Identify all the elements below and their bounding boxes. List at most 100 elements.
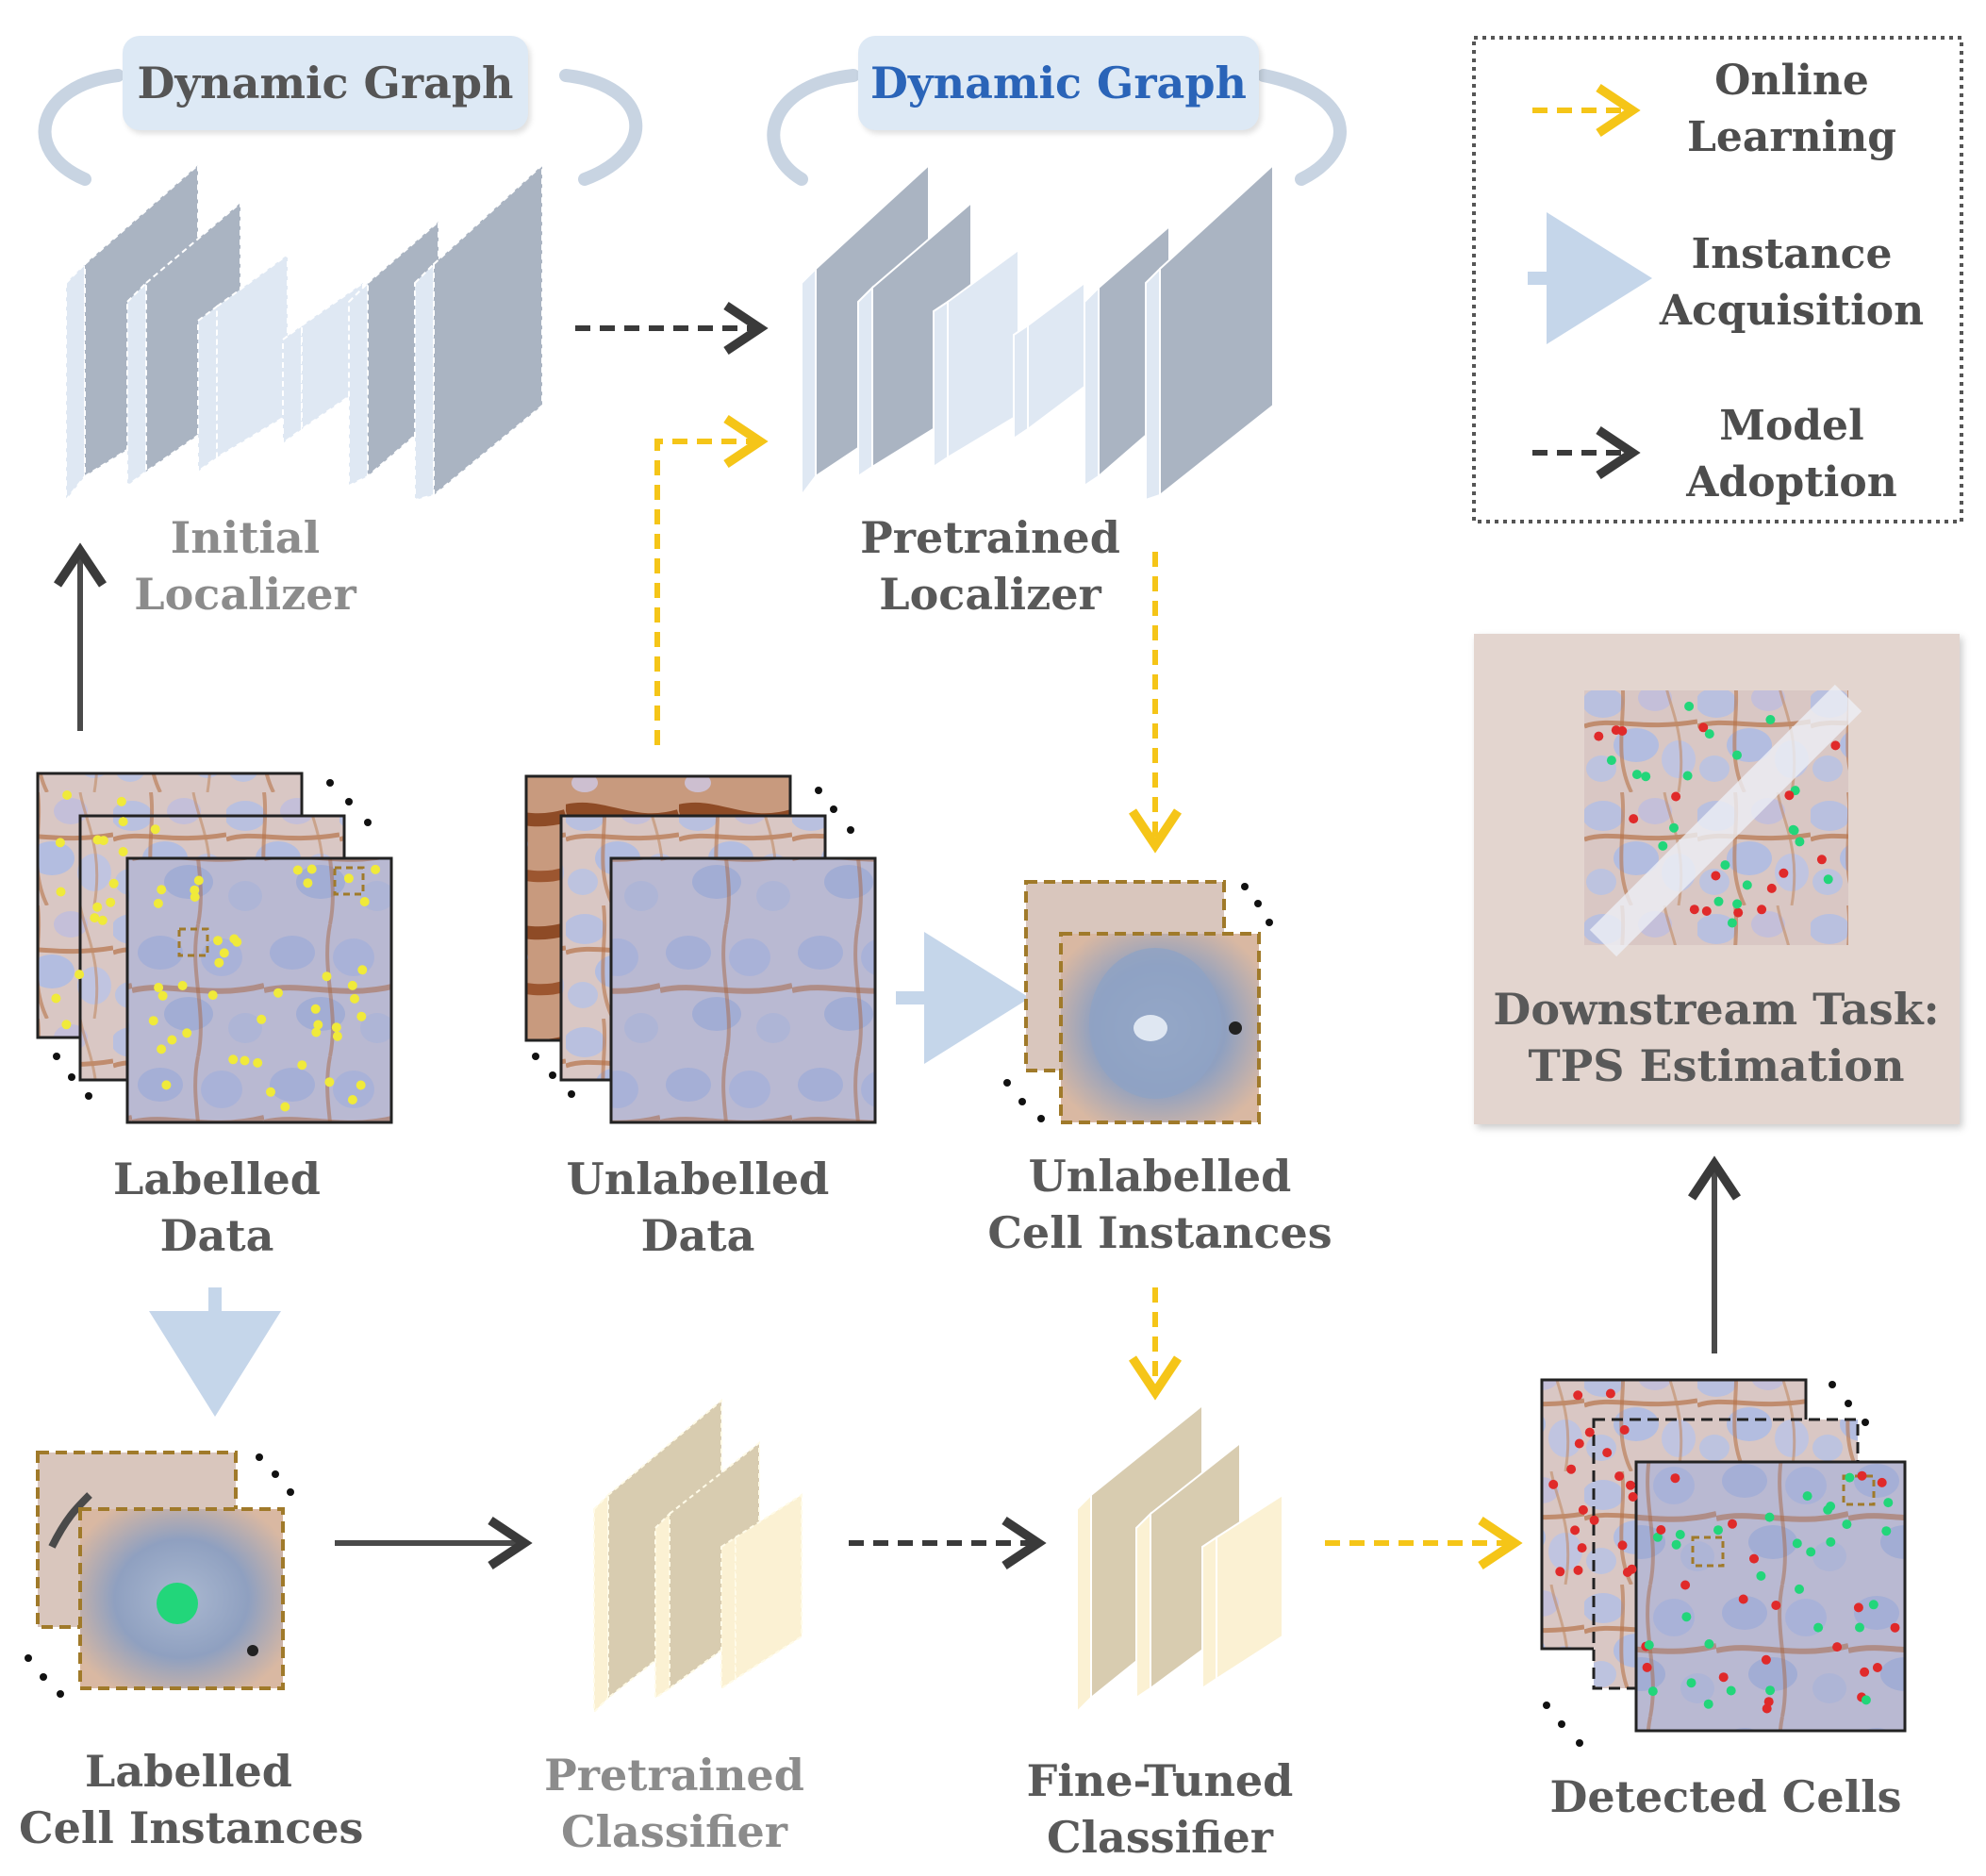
cell-point [161,1080,172,1090]
cell-point [1617,1540,1628,1551]
cell-point [310,1004,321,1014]
cell-point [331,1022,341,1033]
cell-point [1795,837,1805,847]
cell-point [106,897,116,907]
cell-point [371,864,381,874]
cell-point [1718,1672,1729,1683]
graph-cycle-arrow-right [559,69,643,186]
cell-point [167,1035,177,1045]
cell-point [359,897,370,906]
graph-cycle-arrow-left [767,69,860,186]
cell-point [219,948,229,958]
cell-point [1570,1525,1581,1536]
cell-point [1644,1640,1654,1651]
layer-2 [126,280,147,488]
cell-point [1732,750,1742,760]
cell-point [108,878,119,888]
cell-point [1823,874,1833,885]
cell-point [1573,1565,1583,1575]
cell-point [207,990,218,1001]
cell-point [154,983,164,992]
cell-point [257,1014,267,1024]
cell-point [322,971,332,982]
cell-point [56,887,66,897]
downstream-task-box [1474,634,1960,1124]
cell-point [1795,1584,1804,1594]
cell-point [1622,1568,1632,1577]
cell-point [1548,1479,1559,1489]
cell-point [1779,868,1789,878]
cell-point [1689,905,1699,915]
cell-point [1594,731,1604,741]
cell-point [266,1087,275,1097]
cell-point [1713,896,1724,906]
cell-point [1802,1491,1812,1502]
cell-point [1619,1425,1630,1435]
cell-point [74,970,85,980]
layer-4 [282,324,303,445]
cell-point [1589,1515,1599,1525]
layer-6 [414,261,435,502]
cell-point [1602,1448,1613,1458]
finetuned-classifier-network [1076,1403,1283,1715]
unlabelled-data-stack [524,774,877,1124]
cell-point [324,1077,335,1087]
cell-point [1704,729,1714,739]
cell-point [1686,1678,1696,1688]
arrow-online-unlabelled-to-localizer [654,415,769,745]
cell-point [347,980,357,990]
cell-point [1566,1464,1577,1474]
cell-point [1727,918,1737,928]
cell-point [157,990,168,1001]
cell-point [1605,1388,1615,1399]
cell-point [1647,1686,1658,1697]
cell-point [357,965,368,975]
cell-point [1826,1536,1836,1547]
cell-point [153,898,163,908]
cell-point [1629,814,1639,824]
cell-point [1789,825,1799,836]
cell-point [1860,1667,1870,1677]
cell-point [1652,1532,1663,1542]
graph-cycle-arrow-right [1257,69,1347,186]
cell-point [343,873,354,884]
layer-4 [1013,324,1029,440]
cell-point [1738,1594,1748,1604]
cell-point [1728,1519,1737,1529]
cell-point [1703,1699,1713,1709]
cell-point [1574,1438,1584,1449]
cell-point [1584,1427,1595,1437]
cell-point [1658,840,1668,851]
graph-cycle-arrow-left [38,69,124,186]
cell-point [1626,1480,1635,1490]
cell-point [229,934,240,944]
cell-point [157,885,167,895]
cell-point [1830,740,1841,751]
cell-point [177,981,188,990]
cell-point [1784,790,1795,801]
cell-point [1642,1662,1652,1672]
cell-point [1701,906,1712,916]
cell-point [1816,855,1827,865]
cell-point [1756,1570,1766,1581]
cell-point [1577,1543,1587,1553]
cell-point [313,1020,323,1030]
detected-cells-label: Detected Cells [1549,1771,1902,1822]
yellow-annotation-points [51,790,381,1112]
cell-point [240,1055,250,1066]
cell-point [1698,722,1709,733]
cell-point [92,835,103,845]
cell-point [292,865,303,875]
layer-2 [857,285,873,478]
cell-point [92,902,103,912]
cell-point [1883,1498,1894,1508]
cell-point [1763,1697,1774,1707]
cell-point [61,1020,72,1030]
stack-ellipsis-dots [25,1453,294,1698]
cell-point [1684,701,1695,711]
